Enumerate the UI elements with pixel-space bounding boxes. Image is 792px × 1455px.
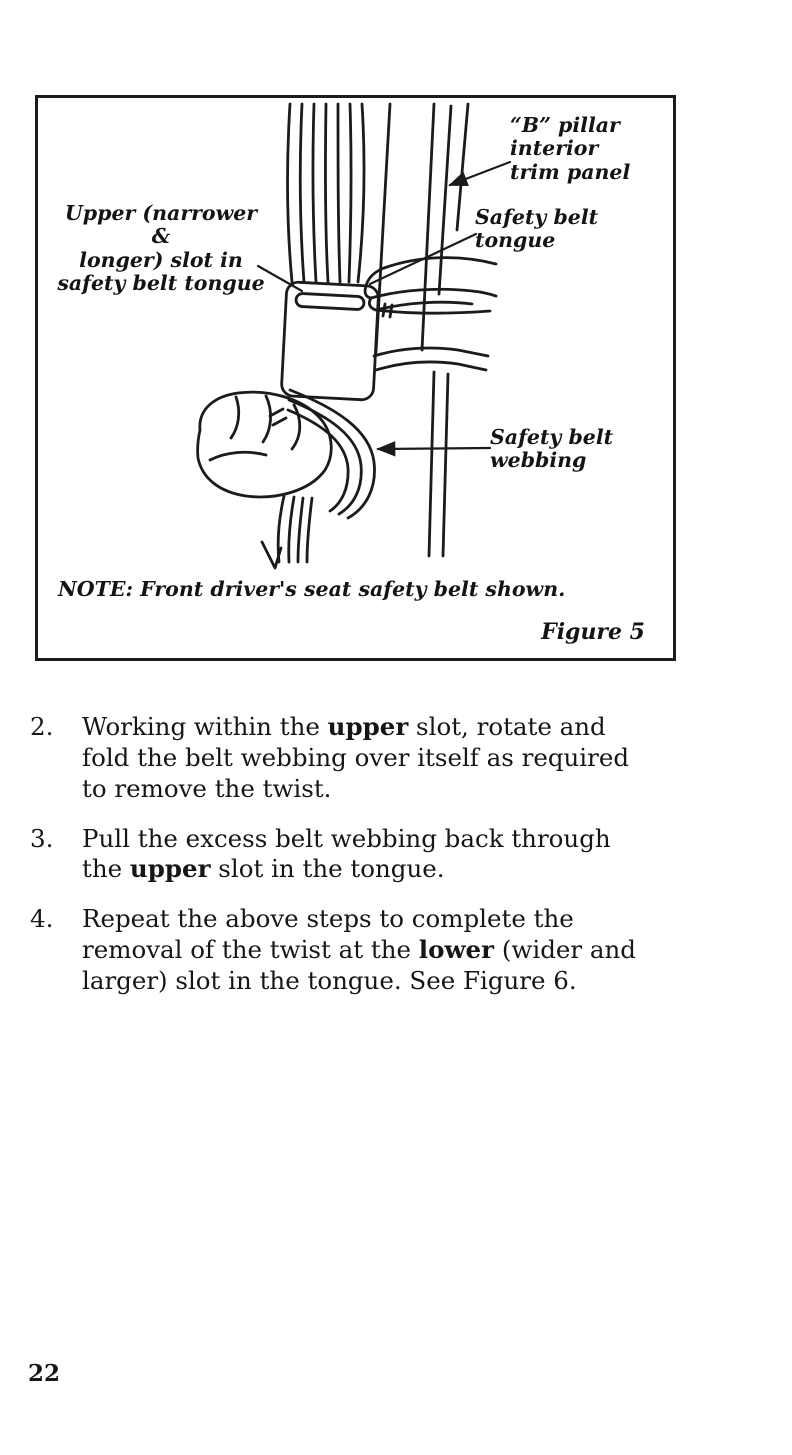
- label-safety-belt-tongue: Safety belt tongue: [475, 205, 599, 253]
- label-safety-belt-webbing: Safety belt webbing: [490, 425, 614, 473]
- upper-webbing-drawing: [286, 102, 366, 284]
- step-item-2: 2. Working within the upper slot, rotate…: [30, 712, 662, 805]
- step-number: 2.: [30, 712, 54, 741]
- b-pillar-drawing: [372, 102, 490, 558]
- leader-arrow-webbing: [376, 441, 492, 457]
- figure-note: NOTE: Front driver's seat safety belt sh…: [58, 577, 566, 601]
- label-upper-slot: Upper (narrower & longer) slot in safety…: [57, 201, 265, 296]
- step-text-segment: Pull the excess belt webbing back throug…: [82, 823, 611, 884]
- page-number: 22: [28, 1360, 61, 1387]
- safety-belt-illustration: [196, 102, 512, 570]
- step-number: 3.: [30, 823, 54, 853]
- label-b-pillar-trim-panel: “B” pillar interior trim panel: [510, 113, 631, 184]
- step-text-segment: slot in the tongue.: [210, 854, 445, 884]
- step-text: Working within the upper slot, rotate an…: [82, 712, 662, 805]
- step-text-segment: Repeat the above steps to complete the r…: [82, 904, 574, 965]
- folded-webbing-drawing: [286, 388, 376, 520]
- step-item-3: 3. Pull the excess belt webbing back thr…: [30, 824, 662, 886]
- step-text-bold-segment: upper: [327, 712, 409, 741]
- step-number: 4.: [30, 904, 54, 934]
- step-text-bold-segment: lower: [418, 935, 495, 965]
- step-text-bold-segment: upper: [129, 854, 211, 884]
- tongue-drawing: [280, 280, 394, 402]
- leader-arrow-b-pillar: [448, 160, 512, 187]
- step-text: Pull the excess belt webbing back throug…: [82, 824, 662, 886]
- step-text-segment: slot, rotate and fold the belt webbing o…: [82, 712, 630, 803]
- lower-hand-drawing: [196, 390, 333, 499]
- step-text: Repeat the above steps to complete the r…: [82, 904, 662, 997]
- step-text-segment: Working within the: [82, 712, 328, 741]
- leader-line-upper-slot: [256, 264, 304, 293]
- leader-line-tongue: [368, 232, 478, 286]
- leader-lines: [256, 160, 512, 457]
- figure-5-box: “B” pillar interior trim panel Safety be…: [35, 95, 676, 661]
- step-item-4: 4. Repeat the above steps to complete th…: [30, 904, 662, 997]
- lower-webbing-drawing: [260, 494, 314, 570]
- step-text-segment: (wider and larger) slot in the tongue. S…: [82, 935, 636, 996]
- figure-caption: Figure 5: [541, 619, 645, 645]
- upper-hand-drawing: [363, 256, 498, 315]
- instruction-steps: 2. Working within the upper slot, rotate…: [30, 712, 662, 1016]
